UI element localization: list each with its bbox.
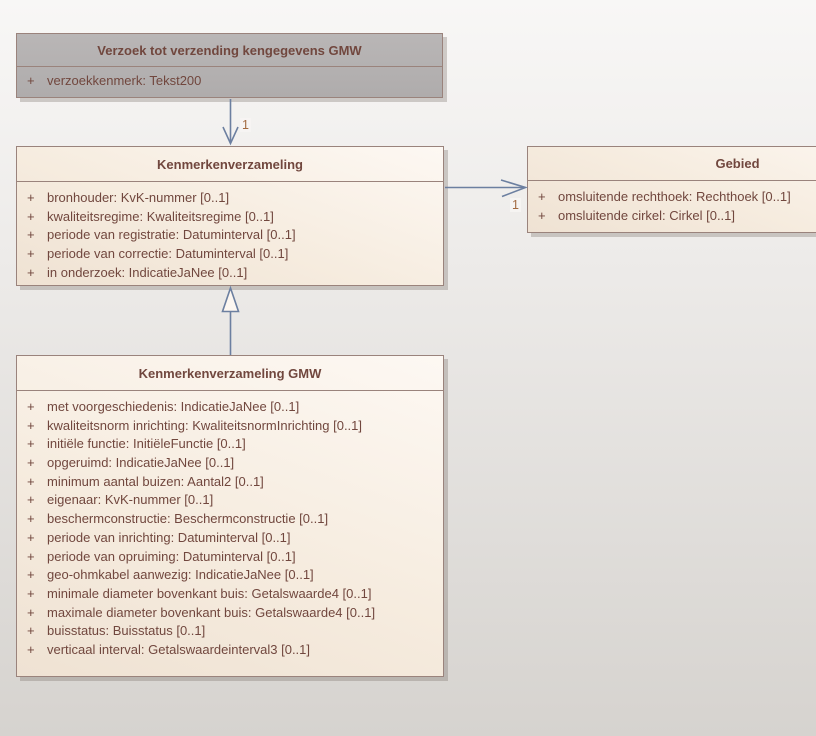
attribute-row[interactable]: + initiële functie: InitiëleFunctie [0..… [17,435,443,454]
attribute-list: + verzoekkenmerk: Tekst200 [17,67,442,91]
attribute-row[interactable]: + eigenaar: KvK-nummer [0..1] [17,491,443,510]
attribute-text: periode van correctie: Datuminterval [0.… [47,246,289,262]
attribute-row[interactable]: + minimum aantal buizen: Aantal2 [0..1] [17,473,443,492]
class-header: Gebied [528,147,816,181]
visibility-plus: + [27,264,35,280]
visibility-plus: + [27,73,35,88]
attribute-row[interactable]: + periode van registratie: Datuminterval… [17,226,443,245]
class-kenmerkenverzameling[interactable]: Kenmerkenverzameling + bronhouder: KvK-n… [16,146,444,286]
attribute-text: minimum aantal buizen: Aantal2 [0..1] [47,473,264,489]
visibility-plus: + [27,473,35,489]
visibility-plus: + [27,417,35,433]
visibility-plus: + [27,567,35,583]
attribute-text: initiële functie: InitiëleFunctie [0..1] [47,436,246,452]
visibility-plus: + [27,529,35,545]
connector-kenmerkenverzameling-to-gebied[interactable] [445,179,528,198]
attribute-row[interactable]: + periode van correctie: Datuminterval [… [17,245,443,264]
attribute-list: + met voorgeschiedenis: IndicatieJaNee [… [17,391,443,660]
visibility-plus: + [27,455,35,471]
attribute-row[interactable]: + opgeruimd: IndicatieJaNee [0..1] [17,454,443,473]
attribute-text: beschermconstructie: Beschermconstructie… [47,511,329,527]
visibility-plus: + [27,227,35,243]
attribute-row[interactable]: + geo-ohmkabel aanwezig: IndicatieJaNee … [17,566,443,585]
attribute-text: verticaal interval: Getalswaardeinterval… [47,641,311,657]
multiplicity-label[interactable]: 1 [510,198,521,212]
multiplicity-label[interactable]: 1 [240,118,251,132]
attribute-row[interactable]: + periode van opruiming: Datuminterval [… [17,548,443,567]
attribute-text: verzoekkenmerk: Tekst200 [47,73,202,88]
attribute-text: omsluitende rechthoek: Rechthoek [0..1] [558,189,791,204]
visibility-plus: + [27,511,35,527]
attribute-row[interactable]: + in onderzoek: IndicatieJaNee [0..1] [17,264,443,283]
class-title: Verzoek tot verzending kengegevens GMW [97,42,362,58]
open-arrowhead-down-icon [222,126,239,146]
attribute-text: kwaliteitsregime: Kwaliteitsregime [0..1… [47,208,274,224]
class-title: Kenmerkenverzameling GMW [138,365,322,381]
attribute-text: kwaliteitsnorm inrichting: Kwaliteitsnor… [47,417,363,433]
attribute-text: geo-ohmkabel aanwezig: IndicatieJaNee [0… [47,567,314,583]
attribute-list: + bronhouder: KvK-nummer [0..1] + kwalit… [17,182,443,282]
attribute-row[interactable]: + kwaliteitsregime: Kwaliteitsregime [0.… [17,208,443,227]
attribute-text: met voorgeschiedenis: IndicatieJaNee [0.… [47,399,300,414]
attribute-row[interactable]: + verticaal interval: Getalswaardeinterv… [17,641,443,660]
visibility-plus: + [27,246,35,262]
class-header: Kenmerkenverzameling GMW [17,356,443,391]
visibility-plus: + [27,623,35,639]
visibility-plus: + [27,641,35,657]
attribute-list: + omsluitende rechthoek: Rechthoek [0..1… [528,181,816,225]
class-kenmerkenverzameling-gmw[interactable]: Kenmerkenverzameling GMW + met voorgesch… [16,355,444,677]
attribute-text: periode van opruiming: Datuminterval [0.… [47,548,296,564]
attribute-row[interactable]: + kwaliteitsnorm inrichting: Kwaliteitsn… [17,417,443,436]
attribute-row[interactable]: + minimale diameter bovenkant buis: Geta… [17,585,443,604]
class-title: Kenmerkenverzameling [157,156,303,172]
class-verzoek-tot-verzending-kengegevens-gmw[interactable]: Verzoek tot verzending kengegevens GMW +… [16,33,443,98]
attribute-text: omsluitende cirkel: Cirkel [0..1] [558,207,736,223]
visibility-plus: + [27,399,35,414]
attribute-row[interactable]: + maximale diameter bovenkant buis: Geta… [17,604,443,623]
attribute-text: eigenaar: KvK-nummer [0..1] [47,492,214,508]
attribute-text: buisstatus: Buisstatus [0..1] [47,623,206,639]
class-title: Gebied [715,156,760,171]
visibility-plus: + [538,207,546,223]
attribute-text: minimale diameter bovenkant buis: Getals… [47,585,372,601]
generalization-triangle-icon [221,285,240,313]
attribute-text: in onderzoek: IndicatieJaNee [0..1] [47,264,248,280]
attribute-row[interactable]: + bronhouder: KvK-nummer [0..1] [17,189,443,208]
attribute-text: opgeruimd: IndicatieJaNee [0..1] [47,455,235,471]
connector-gmw-generalization[interactable] [221,285,240,355]
attribute-row[interactable]: + buisstatus: Buisstatus [0..1] [17,622,443,641]
attribute-row[interactable]: + beschermconstructie: Beschermconstruct… [17,510,443,529]
attribute-text: periode van inrichting: Datuminterval [0… [47,529,291,545]
open-arrowhead-right-icon [500,179,528,198]
attribute-row[interactable]: + met voorgeschiedenis: IndicatieJaNee [… [17,398,443,417]
attribute-row[interactable]: + omsluitende rechthoek: Rechthoek [0..1… [528,188,816,207]
attribute-row[interactable]: + periode van inrichting: Datuminterval … [17,529,443,548]
visibility-plus: + [27,190,35,205]
attribute-text: bronhouder: KvK-nummer [0..1] [47,190,230,205]
visibility-plus: + [27,436,35,452]
attribute-row[interactable]: + omsluitende cirkel: Cirkel [0..1] [528,207,816,226]
visibility-plus: + [27,492,35,508]
visibility-plus: + [538,189,546,204]
class-header: Kenmerkenverzameling [17,147,443,182]
attribute-text: maximale diameter bovenkant buis: Getals… [47,604,376,620]
visibility-plus: + [27,585,35,601]
attribute-row[interactable]: + verzoekkenmerk: Tekst200 [17,72,442,91]
attribute-text: periode van registratie: Datuminterval [… [47,227,296,243]
connector-verzoek-to-kenmerkenverzameling[interactable] [222,99,239,146]
visibility-plus: + [27,208,35,224]
class-gebied[interactable]: Gebied + omsluitende rechthoek: Rechthoe… [527,146,816,233]
visibility-plus: + [27,604,35,620]
visibility-plus: + [27,548,35,564]
class-header: Verzoek tot verzending kengegevens GMW [17,34,442,67]
